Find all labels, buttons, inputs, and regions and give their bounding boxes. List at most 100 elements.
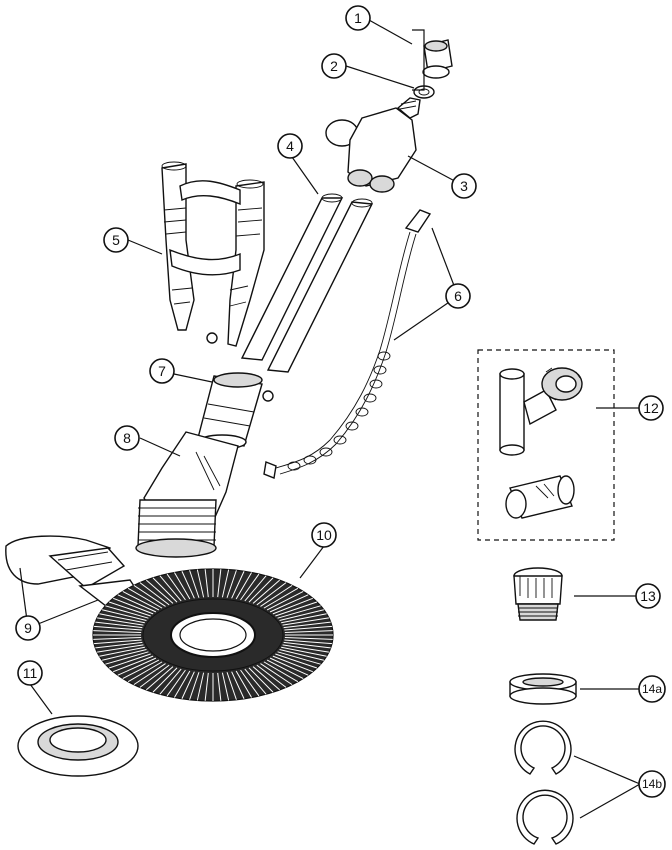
disk-spoke [117, 657, 157, 676]
disk-spoke [159, 575, 182, 602]
part-6-hose [263, 209, 432, 479]
part-10-disk [92, 568, 334, 702]
disk-spoke [108, 601, 151, 617]
disk-spoke [159, 668, 182, 695]
disk-spoke [97, 644, 144, 653]
callout-6-label: 6 [454, 288, 462, 304]
disk-spoke [269, 594, 309, 613]
part-3-swivel-fitting [325, 97, 421, 193]
disk-spoke [252, 666, 280, 691]
disk-spoke [204, 569, 209, 598]
disk-spoke [93, 630, 142, 634]
disk-spoke [279, 649, 324, 661]
disk-spoke [269, 657, 309, 676]
disk-spoke [113, 597, 154, 615]
disk-spoke [97, 617, 144, 626]
callout-11-label: 11 [23, 665, 38, 681]
disk-spoke [127, 661, 163, 683]
disk-spoke [127, 587, 163, 609]
part-13-threaded-fitting [513, 567, 563, 621]
disk-spoke [240, 573, 260, 601]
disk-spoke [248, 667, 274, 693]
disk-spoke [122, 659, 160, 679]
disk-spoke [173, 572, 191, 600]
disk-spoke [275, 653, 318, 669]
disk-spoke [99, 613, 145, 624]
disk-spoke [260, 663, 293, 686]
disk-spoke [133, 584, 166, 607]
disk-spoke [279, 609, 324, 621]
callout-3: 3 [451, 173, 477, 199]
callout-14a-label: 14a [642, 682, 662, 696]
disk-spoke [266, 591, 304, 611]
disk-spoke [93, 625, 142, 631]
callout-9: 9 [15, 615, 41, 641]
disk-spoke [244, 668, 267, 695]
disk-spoke [277, 651, 321, 665]
disk-spoke [95, 641, 143, 649]
part-5-handle-frame [161, 161, 265, 347]
disk-spoke [221, 569, 230, 598]
disk-spoke [277, 605, 321, 619]
disk-spoke [248, 577, 274, 603]
disk-spoke [235, 670, 253, 698]
disk-spoke [231, 571, 245, 599]
disk-spoke [217, 672, 222, 701]
callout-4-label: 4 [286, 138, 294, 154]
disk-spoke [221, 672, 230, 701]
disk-spoke [99, 646, 145, 657]
disk-spoke [281, 646, 327, 657]
disk-spoke [102, 609, 147, 621]
disk-spoke [282, 617, 329, 626]
disk-spoke [146, 579, 174, 604]
disk-spoke [284, 625, 333, 631]
disk-spoke [181, 671, 195, 699]
disk-spoke [204, 672, 209, 701]
disk-spoke [166, 573, 186, 601]
callout-5: 5 [103, 227, 129, 253]
disk-spoke [226, 570, 237, 598]
callout-8-label: 8 [123, 430, 131, 446]
disk-spoke [166, 669, 186, 697]
disk-spoke [181, 571, 195, 599]
disk-spoke [282, 644, 329, 653]
part-14a-ring [509, 673, 577, 705]
disk-spoke [252, 579, 280, 604]
disk-spoke [152, 667, 178, 693]
callout-6: 6 [445, 283, 471, 309]
callout-14a: 14a [638, 675, 666, 703]
callout-10-label: 10 [316, 527, 332, 543]
callout-14b: 14b [638, 770, 666, 798]
part-1-connector [422, 39, 453, 79]
callout-13: 13 [635, 583, 661, 609]
disk-spoke [266, 659, 304, 679]
disk-spoke [146, 666, 174, 691]
part-11-foot-ring [17, 715, 139, 777]
part-8-body [135, 431, 239, 558]
disk-spoke [231, 671, 245, 699]
disk-spoke [283, 621, 331, 629]
disk-spoke [256, 582, 287, 606]
disk-spoke [284, 636, 333, 640]
disk-spoke [196, 569, 205, 598]
disk-spoke [139, 582, 170, 606]
callout-4: 4 [277, 133, 303, 159]
part-14b-clips [514, 720, 574, 845]
callout-3-label: 3 [460, 178, 468, 194]
disk-spoke [217, 569, 222, 598]
disk-spoke [133, 663, 166, 686]
disk-spoke [283, 641, 331, 649]
disk-spoke [260, 584, 293, 607]
disk-spoke [93, 639, 142, 645]
disk-spoke [152, 577, 178, 603]
callout-7: 7 [149, 358, 175, 384]
callout-1: 1 [345, 5, 371, 31]
disk-spoke [173, 670, 191, 698]
disk-spoke [244, 575, 267, 602]
disk-spoke [272, 597, 313, 615]
part-4-tubes [240, 193, 374, 373]
callout-1-label: 1 [354, 10, 362, 26]
disk-spoke [235, 572, 253, 600]
callout-12-label: 12 [643, 400, 659, 416]
